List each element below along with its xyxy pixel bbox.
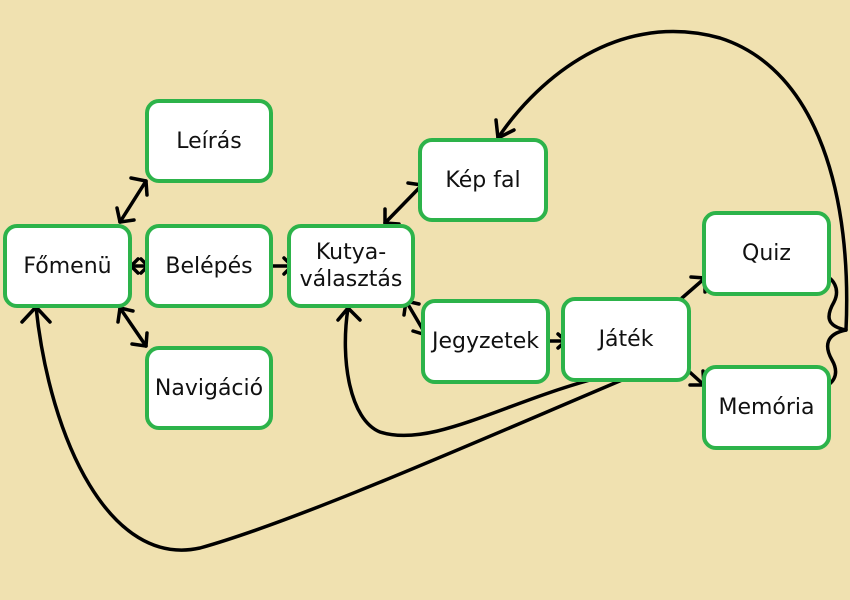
node-leiras-label: Leírás	[176, 128, 242, 154]
node-navigacio[interactable]: Navigáció	[145, 346, 273, 430]
edge-fomenu-leiras	[115, 176, 149, 224]
node-jegyzetek-label: Jegyzetek	[432, 329, 539, 354]
node-memoria[interactable]: Memória	[702, 365, 831, 450]
node-kepfal[interactable]: Kép fal	[418, 138, 548, 222]
node-jegyzetek[interactable]: Jegyzetek	[421, 299, 550, 384]
node-belepes[interactable]: Belépés	[145, 224, 273, 308]
node-jatek[interactable]: Játék	[561, 297, 691, 382]
edge-jatek-kutya-back	[336, 306, 592, 438]
node-jatek-label: Játék	[598, 327, 654, 352]
node-kutya-label-line1: Kutya-	[315, 240, 387, 265]
node-belepes-label: Belépés	[165, 253, 253, 279]
node-quiz-label: Quiz	[742, 241, 791, 266]
node-memoria-label: Memória	[718, 395, 815, 420]
node-kutyavalasztas[interactable]: Kutya- választás	[287, 224, 415, 308]
edge-fomenu-navigacio	[116, 306, 149, 348]
node-kepfal-label: Kép fal	[445, 167, 521, 193]
node-navigacio-label: Navigáció	[154, 375, 264, 401]
node-leiras[interactable]: Leírás	[145, 99, 273, 183]
node-fomenu[interactable]: Főmenü	[3, 224, 132, 308]
node-kutya-label-line2: választás	[299, 267, 403, 292]
node-quiz[interactable]: Quiz	[702, 211, 831, 296]
edge-kutya-kepfal	[383, 181, 424, 226]
node-fomenu-label: Főmenü	[23, 253, 112, 279]
